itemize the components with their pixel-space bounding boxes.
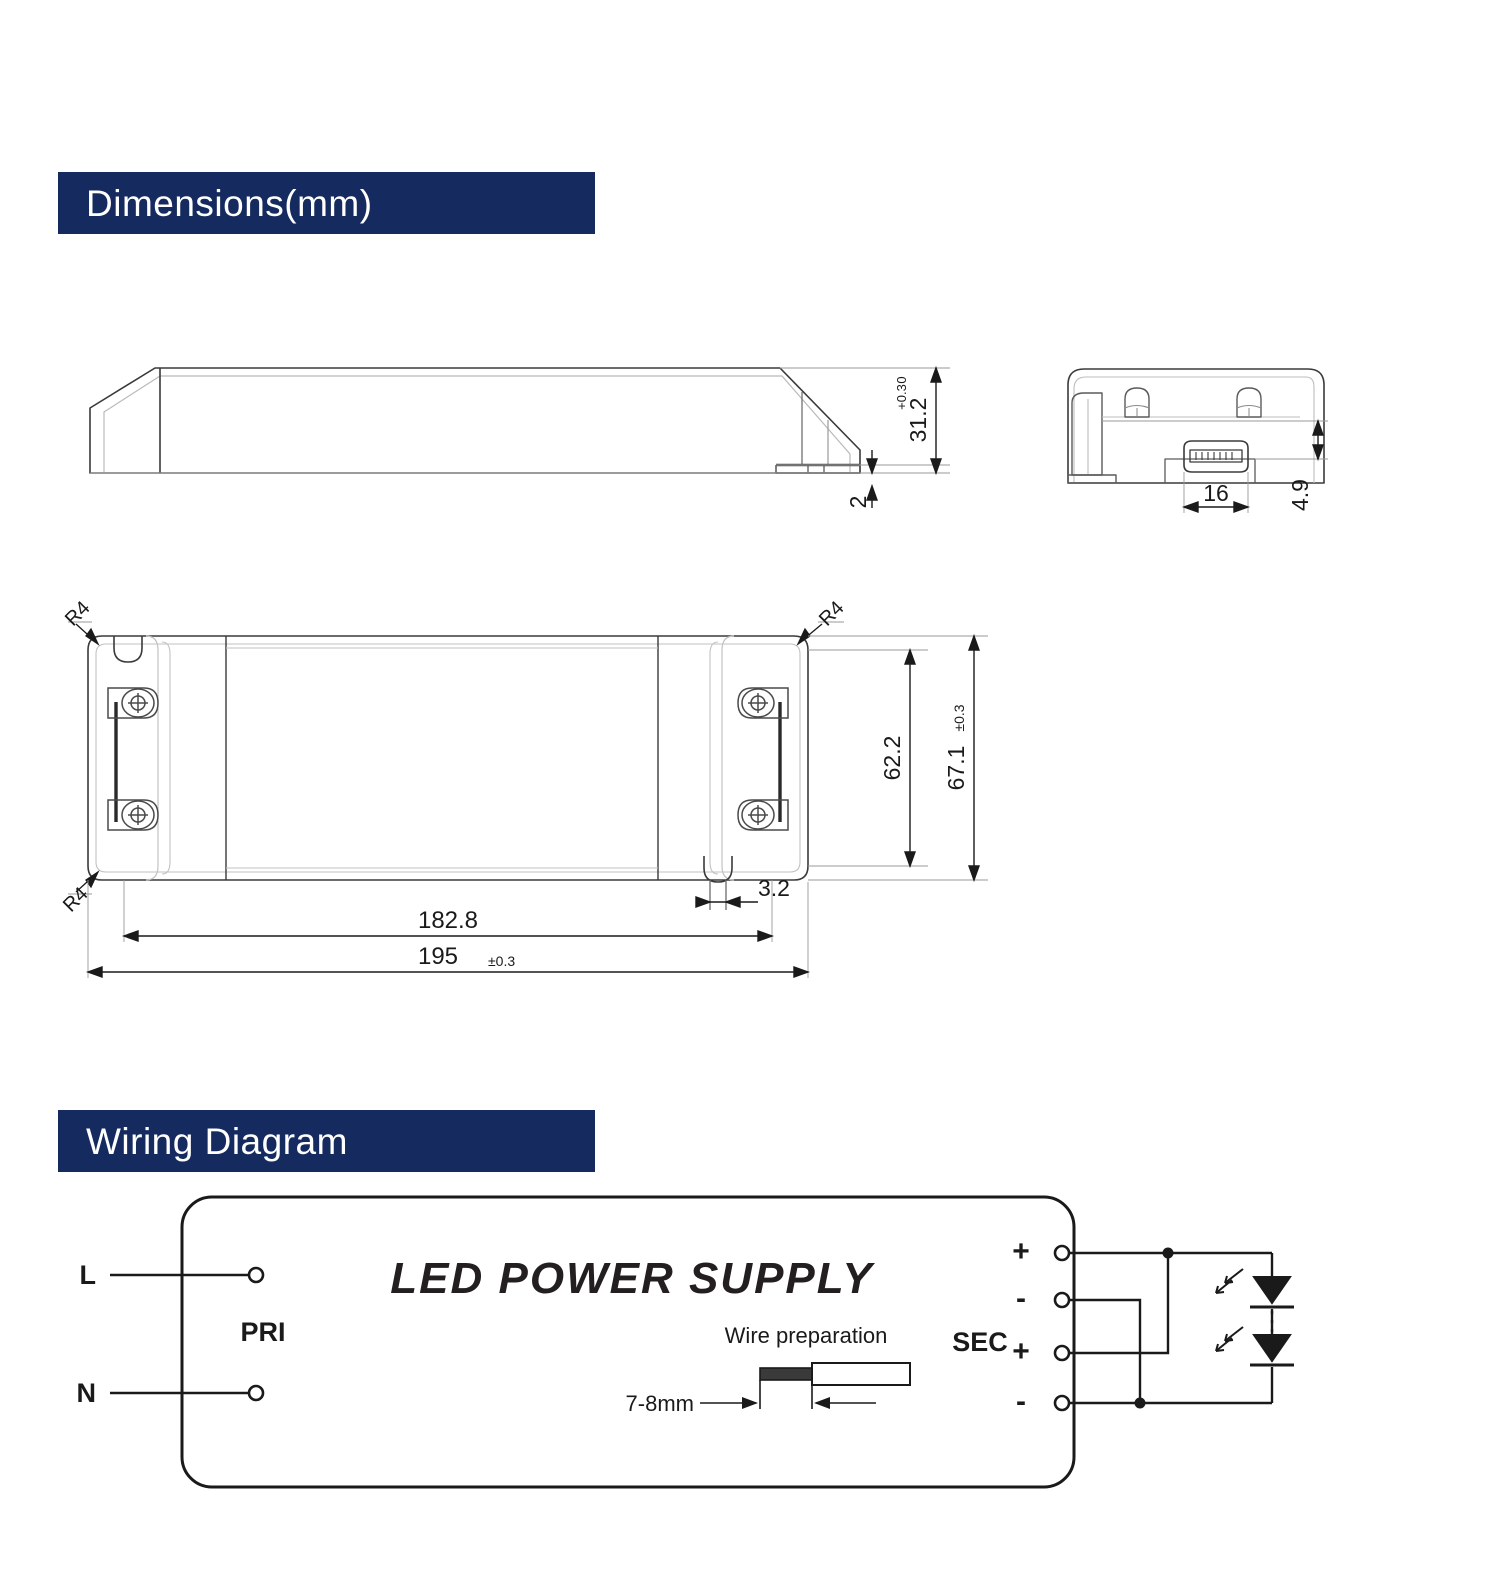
terminal-output-2 (1053, 1291, 1071, 1309)
terminal-neutral (247, 1384, 265, 1402)
section-title-wiring: Wiring Diagram (86, 1120, 348, 1162)
terminal-sign-2: - (1016, 1282, 1026, 1315)
dimension-label-overall-length-195: 195 (418, 943, 458, 970)
section-header-dimensions: Dimensions(mm) (58, 172, 595, 234)
label-neutral: N (77, 1378, 97, 1408)
dimension-label-height-31-2: 31.2 (905, 398, 931, 443)
terminal-output-3 (1053, 1344, 1071, 1362)
dimension-label-overall-width-67-1: 67.1 (943, 746, 969, 791)
section-title-dimensions: Dimensions(mm) (86, 182, 373, 224)
section-header-wiring: Wiring Diagram (58, 1110, 595, 1172)
junction-dot-bottom (1134, 1397, 1146, 1409)
dimension-label-wire-slot-3-2: 3.2 (758, 875, 790, 901)
dimension-tolerance-height-upper: +0.3 (894, 384, 909, 410)
driver-body-outline (180, 1195, 1076, 1489)
wire-preparation-illustration (700, 1362, 911, 1409)
terminal-sign-1: + (1012, 1235, 1030, 1268)
label-live: L (80, 1260, 97, 1290)
label-primary: PRI (240, 1317, 285, 1347)
terminal-sign-4: - (1016, 1385, 1026, 1418)
wiring-diagram: L N PRI LED POWER SUPPLY Wire preparatio… (0, 1185, 1500, 1515)
dimension-label-inner-width-62-2: 62.2 (879, 736, 905, 781)
drawing-side-elevation-view: 31.2 +0.3 0 2 (60, 350, 980, 520)
label-wire-preparation: Wire preparation (725, 1323, 888, 1348)
dimension-label-corner-radius-top-left: R4 (61, 597, 95, 631)
dimension-label-inner-length-182-8: 182.8 (418, 907, 478, 934)
dimension-label-connector-height-4-9: 4.9 (1287, 479, 1313, 511)
dimension-label-corner-radius-bottom-left: R4 (59, 883, 93, 917)
dimension-label-base-2: 2 (845, 496, 871, 509)
dimension-label-strip-length-7-8mm: 7-8mm (626, 1391, 694, 1416)
terminal-sign-3: + (1012, 1335, 1030, 1368)
terminal-output-4 (1053, 1394, 1071, 1412)
led-symbol-1 (1215, 1268, 1294, 1309)
junction-dot-top (1162, 1247, 1174, 1259)
terminal-live (247, 1266, 265, 1284)
terminal-output-1 (1053, 1244, 1071, 1262)
dimension-tolerance-overall-width: ±0.3 (951, 704, 967, 731)
dimension-tolerance-overall-length: ±0.3 (488, 953, 515, 969)
brand-label-led-power-supply: LED POWER SUPPLY (390, 1254, 875, 1303)
output-wiring-network (1069, 1251, 1272, 1405)
label-secondary: SEC (952, 1327, 1008, 1357)
drawing-top-plan-view: R4 R4 R4 62.2 67.1 ±0.3 (58, 597, 998, 990)
led-symbol-2 (1215, 1326, 1294, 1367)
drawing-end-view: 16 4.9 (1050, 355, 1380, 530)
dimension-label-connector-width-16: 16 (1203, 480, 1229, 506)
dimension-tolerance-height-lower: 0 (894, 376, 909, 383)
